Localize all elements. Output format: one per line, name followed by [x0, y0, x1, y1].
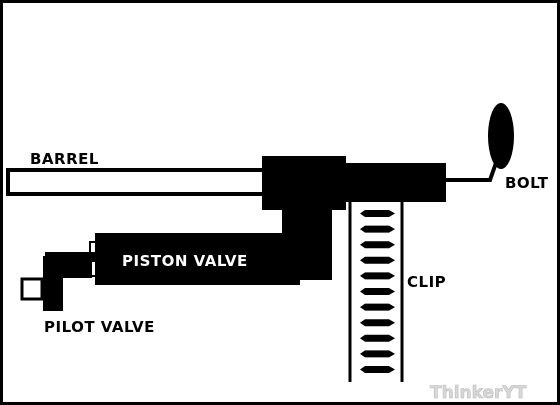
- clip-round: [360, 350, 395, 358]
- pilot-valve-nub: [20, 277, 44, 301]
- clip-round: [360, 241, 395, 249]
- clip-round: [360, 288, 395, 295]
- clip-round: [360, 272, 395, 280]
- receiver-body: [340, 163, 446, 202]
- clip-round: [360, 225, 395, 233]
- watermark-logo: ThinkerYT: [430, 383, 527, 403]
- barrel-shape: [6, 168, 268, 196]
- pilot-valve-side: [56, 262, 92, 278]
- clip-label: CLIP: [407, 273, 446, 291]
- barrel-label: BARREL: [30, 150, 99, 168]
- bolt-label: BOLT: [505, 174, 549, 192]
- clip-round: [360, 319, 395, 327]
- clip-round: [360, 303, 395, 311]
- piston-valve-label: PISTON VALVE: [122, 252, 248, 270]
- clip-round: [360, 334, 395, 342]
- bolt-rod: [446, 159, 499, 182]
- clip-round: [360, 366, 395, 373]
- piston-valve-body: [95, 233, 300, 285]
- bolt-knob: [488, 103, 514, 169]
- clip-magazine: [348, 202, 404, 382]
- pilot-valve-tube: [45, 252, 95, 262]
- clip-round: [360, 256, 395, 264]
- clip-round: [360, 210, 395, 217]
- pilot-valve-label: PILOT VALVE: [44, 318, 155, 336]
